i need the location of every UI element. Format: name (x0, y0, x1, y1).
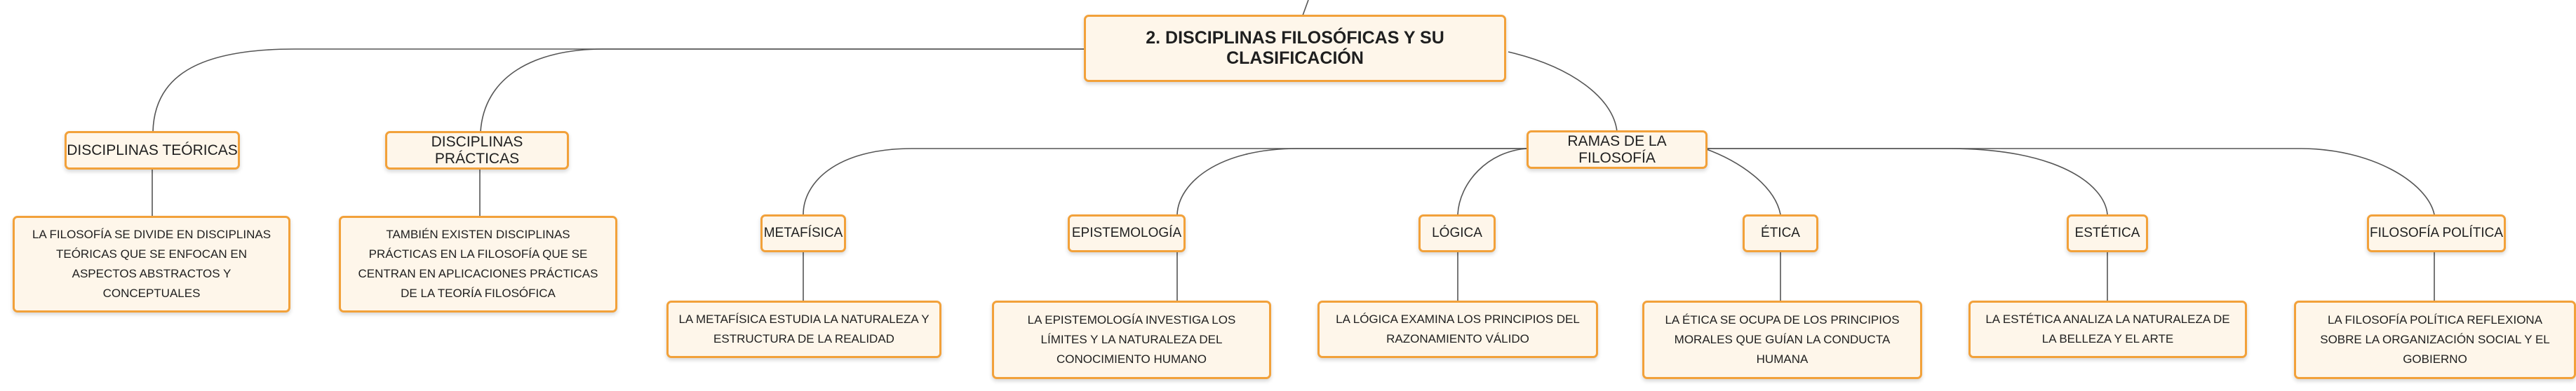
link-ramas-etica (1704, 148, 1781, 215)
topic-filosofia-politica[interactable]: FILOSOFÍA POLÍTICA (2367, 214, 2506, 252)
note-text: LA FILOSOFÍA SE DIVIDE EN DISCIPLINAS TE… (32, 228, 271, 300)
link-root-teoricas (152, 48, 1086, 132)
note-text: LA ÉTICA SE OCUPA DE LOS PRINCIPIOS MORA… (1665, 313, 1900, 366)
note-logica[interactable]: LA LÓGICA EXAMINA LOS PRINCIPIOS DEL RAZ… (1317, 301, 1598, 358)
note-filosofia-politica[interactable]: LA FILOSOFÍA POLÍTICA REFLEXIONA SOBRE L… (2294, 301, 2576, 379)
note-disciplinas-teoricas[interactable]: LA FILOSOFÍA SE DIVIDE EN DISCIPLINAS TE… (13, 216, 290, 313)
link-ramas-epistemologia (1176, 148, 1528, 215)
link-root-practicas (480, 48, 1086, 132)
note-text: LA METAFÍSICA ESTUDIA LA NATURALEZA Y ES… (678, 313, 930, 345)
topic-epistemologia[interactable]: EPISTEMOLOGÍA (1068, 214, 1186, 252)
note-metafisica[interactable]: LA METAFÍSICA ESTUDIA LA NATURALEZA Y ES… (666, 301, 941, 358)
note-etica[interactable]: LA ÉTICA SE OCUPA DE LOS PRINCIPIOS MORA… (1642, 301, 1922, 379)
note-text: LA LÓGICA EXAMINA LOS PRINCIPIOS DEL RAZ… (1336, 313, 1580, 345)
root-topic[interactable]: 2. DISCIPLINAS FILOSÓFICAS Y SU CLASIFIC… (1084, 15, 1506, 82)
topic-metafisica[interactable]: METAFÍSICA (760, 214, 846, 252)
note-text: TAMBIÉN EXISTEN DISCIPLINAS PRÁCTICAS EN… (358, 228, 598, 300)
topic-estetica[interactable]: ESTÉTICA (2067, 214, 2148, 252)
link-ramas-metafisica (803, 148, 1528, 215)
topic-disciplinas-practicas[interactable]: DISCIPLINAS PRÁCTICAS (385, 131, 569, 170)
topic-label: EPISTEMOLOGÍA (1071, 226, 1182, 240)
link-parent-root (1302, 0, 1309, 16)
topic-label: ESTÉTICA (2074, 226, 2140, 240)
link-ramas-politica (1705, 148, 2435, 215)
topic-label: ÉTICA (1761, 226, 1800, 240)
topic-label: DISCIPLINAS PRÁCTICAS (431, 133, 523, 167)
topic-label: DISCIPLINAS TEÓRICAS (67, 142, 238, 158)
note-epistemologia[interactable]: LA EPISTEMOLOGÍA INVESTIGA LOS LÍMITES Y… (992, 301, 1271, 379)
note-text: LA FILOSOFÍA POLÍTICA REFLEXIONA SOBRE L… (2320, 313, 2550, 366)
link-root-ramas (1508, 51, 1618, 132)
topic-logica[interactable]: LÓGICA (1418, 214, 1496, 252)
topic-ramas-de-la-filosofia[interactable]: RAMAS DE LA FILOSOFÍA (1527, 130, 1708, 169)
topic-disciplinas-teoricas[interactable]: DISCIPLINAS TEÓRICAS (65, 131, 240, 170)
root-topic-label: 2. DISCIPLINAS FILOSÓFICAS Y SU CLASIFIC… (1146, 28, 1444, 68)
note-disciplinas-practicas[interactable]: TAMBIÉN EXISTEN DISCIPLINAS PRÁCTICAS EN… (339, 216, 617, 313)
topic-label: LÓGICA (1432, 226, 1482, 240)
topic-etica[interactable]: ÉTICA (1743, 214, 1818, 252)
topic-label: RAMAS DE LA FILOSOFÍA (1567, 132, 1667, 166)
note-text: LA EPISTEMOLOGÍA INVESTIGA LOS LÍMITES Y… (1027, 313, 1236, 366)
topic-label: FILOSOFÍA POLÍTICA (2369, 226, 2504, 240)
topic-label: METAFÍSICA (763, 226, 843, 240)
link-ramas-logica (1457, 148, 1529, 215)
note-text: LA ESTÉTICA ANALIZA LA NATURALEZA DE LA … (1985, 313, 2230, 345)
link-ramas-estetica (1705, 148, 2108, 215)
note-estetica[interactable]: LA ESTÉTICA ANALIZA LA NATURALEZA DE LA … (1968, 301, 2247, 358)
